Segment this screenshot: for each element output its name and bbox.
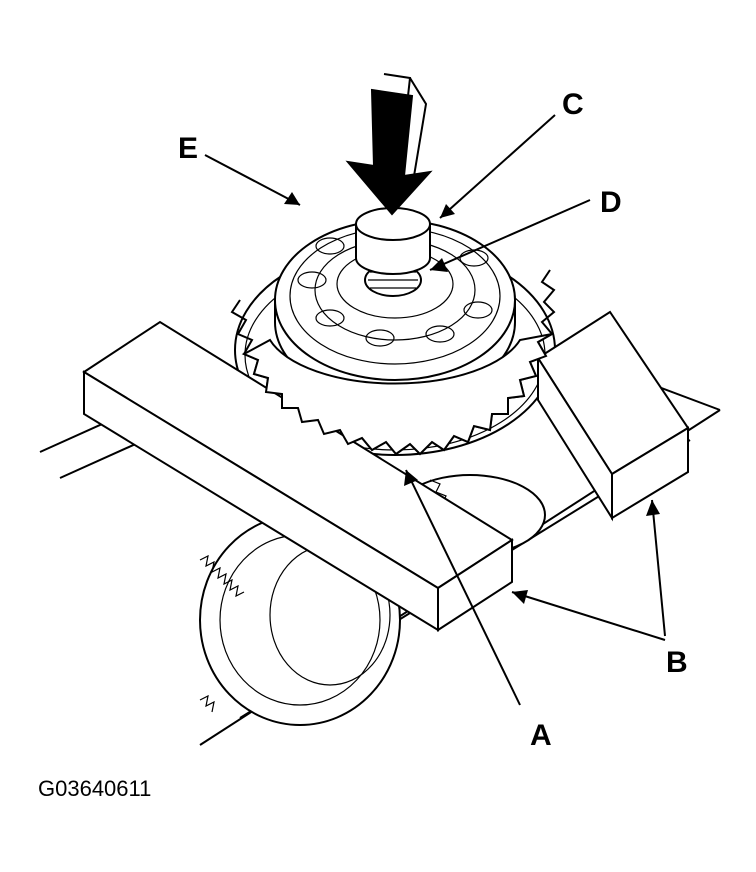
label-c: C xyxy=(562,88,584,121)
label-b: B xyxy=(666,646,688,679)
press-force-arrow xyxy=(345,73,433,216)
label-e: E xyxy=(178,132,198,165)
support-block-left xyxy=(82,320,514,632)
main-gear-front xyxy=(241,333,553,456)
figure-id: G03640611 xyxy=(38,776,151,801)
press-attachment xyxy=(355,207,431,275)
leader-lines xyxy=(204,114,666,706)
label-d: D xyxy=(600,186,622,219)
label-a: A xyxy=(530,719,552,752)
support-block-right xyxy=(536,310,690,522)
